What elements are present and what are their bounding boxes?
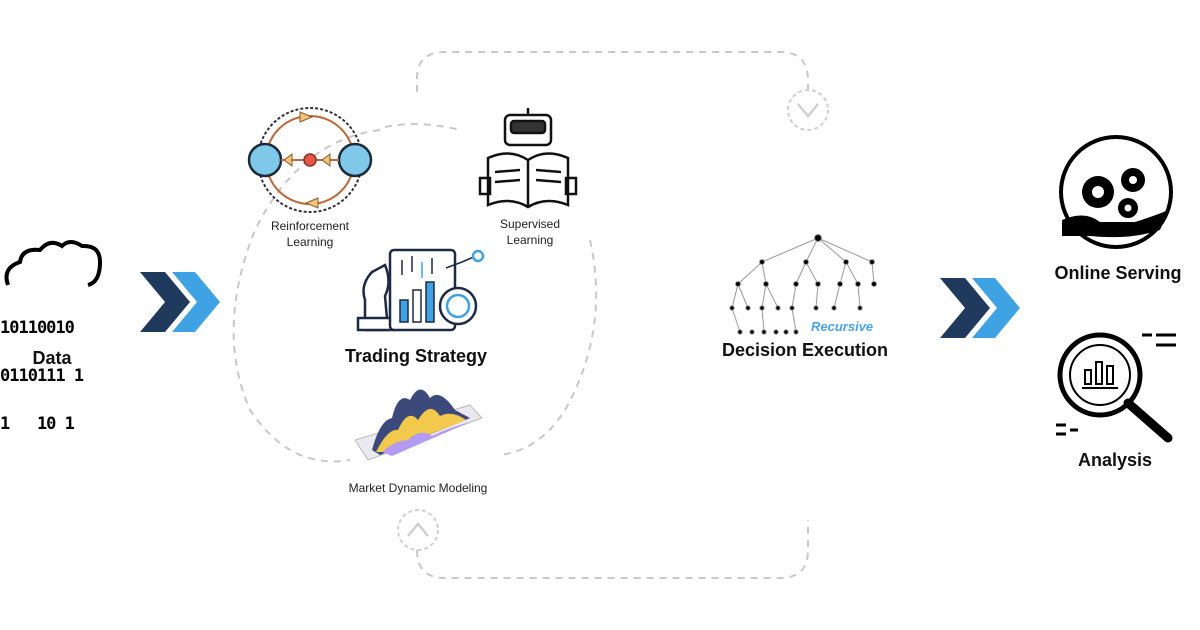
binary-line: 1 10 1 xyxy=(0,414,75,434)
chevron-up-icon xyxy=(397,509,439,551)
chevron-double-icon xyxy=(940,278,1020,338)
hand-gears-icon xyxy=(1059,135,1173,249)
dashed-loop-bottom xyxy=(416,520,809,579)
binary-line: 0110111 1 xyxy=(0,366,84,386)
recursive-tag: Recursive xyxy=(811,319,874,334)
magnifier-chart-icon xyxy=(1056,332,1176,443)
chevron-double-icon xyxy=(140,272,220,332)
trading-strategy-label: Trading Strategy xyxy=(344,346,488,366)
chevron-down-icon xyxy=(787,89,829,131)
dashed-circle-right xyxy=(499,239,598,456)
online-serving-label: Online Serving xyxy=(1054,263,1182,283)
dashed-circle-top xyxy=(384,123,461,131)
market-dynamic-modeling-label: Market Dynamic Modeling xyxy=(348,481,488,495)
reinforcement-cycle-icon xyxy=(247,107,373,213)
binary-text: 10110010 0110111 1 1 10 1 xyxy=(0,288,84,448)
reinforcement-learning-label: Reinforcement Learning xyxy=(250,218,370,250)
dashed-loop-top xyxy=(416,51,809,92)
cloud-binary-icon xyxy=(4,240,103,287)
data-label: Data xyxy=(32,348,72,368)
label-line: Learning xyxy=(286,235,334,249)
binary-line: 10110010 xyxy=(0,318,75,338)
decision-tree-icon xyxy=(729,234,877,335)
mountain-chart-icon xyxy=(354,389,483,461)
dashed-circle-left xyxy=(232,129,381,463)
label-line: Learning xyxy=(506,233,554,247)
label-line: Supervised xyxy=(499,217,561,231)
label-line: Reinforcement xyxy=(270,219,350,233)
analysis-label: Analysis xyxy=(1077,450,1153,470)
supervised-learning-label: Supervised Learning xyxy=(470,216,590,248)
decision-execution-label: Decision Execution xyxy=(721,340,889,360)
robot-book-icon xyxy=(478,108,578,209)
chess-chart-icon xyxy=(356,248,485,332)
